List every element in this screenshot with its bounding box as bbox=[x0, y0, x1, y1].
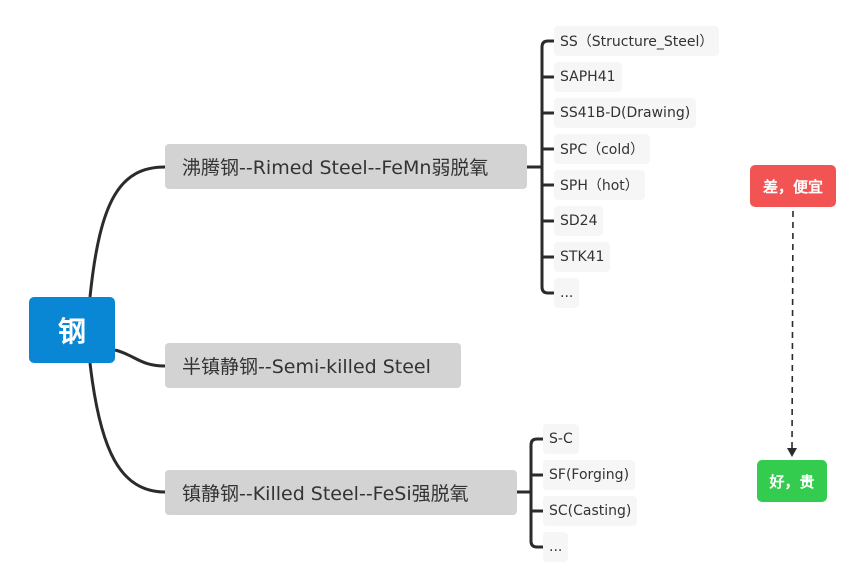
branch-semi-killed-steel[interactable]: 半镇静钢--Semi-killed Steel bbox=[165, 343, 461, 388]
relation-dashed-line bbox=[791, 210, 794, 449]
leaf-label: S-C bbox=[549, 431, 573, 447]
leaf-saph41[interactable]: SAPH41 bbox=[554, 62, 622, 92]
leaf-label: ... bbox=[549, 539, 563, 555]
root-topic[interactable]: 钢 bbox=[29, 297, 115, 363]
root-topic-label: 钢 bbox=[57, 315, 86, 348]
leaf-ellipsis[interactable]: ... bbox=[543, 532, 569, 562]
leaf-label: SS41B-D(Drawing) bbox=[560, 105, 691, 121]
leaf-label: SC(Casting) bbox=[549, 503, 632, 519]
leaf-ss41b-d-drawing[interactable]: SS41B-D(Drawing) bbox=[554, 98, 697, 128]
leaf-label: SS（Structure_Steel） bbox=[560, 34, 714, 50]
callout-poor-cheap[interactable]: 差，便宜 bbox=[750, 165, 836, 207]
leaf-label: SAPH41 bbox=[560, 69, 616, 85]
leaf-label: SPH（hot） bbox=[560, 178, 639, 194]
leaf-sf-forging[interactable]: SF(Forging) bbox=[543, 460, 636, 490]
branch-label: 沸腾钢--Rimed Steel--FeMn弱脱氧 bbox=[182, 157, 489, 179]
branch-label: 半镇静钢--Semi-killed Steel bbox=[182, 356, 431, 378]
root-to-semikilled-link bbox=[114, 348, 166, 368]
relation-arrowhead bbox=[787, 448, 797, 457]
leaf-s-c[interactable]: S-C bbox=[543, 424, 579, 454]
killed-bracket bbox=[529, 437, 543, 549]
leaf-label: SF(Forging) bbox=[549, 467, 630, 483]
callout-label: 好，贵 bbox=[769, 472, 815, 491]
root-to-rimed-link bbox=[88, 165, 166, 298]
branch-label: 镇静钢--Killed Steel--FeSi强脱氧 bbox=[182, 483, 469, 505]
root-to-killed-link bbox=[88, 362, 166, 494]
branch-rimed-steel[interactable]: 沸腾钢--Rimed Steel--FeMn弱脱氧 bbox=[165, 144, 527, 189]
leaf-ellipsis[interactable]: ... bbox=[554, 278, 580, 308]
leaf-label: STK41 bbox=[560, 249, 605, 265]
leaf-spc-cold[interactable]: SPC（cold） bbox=[554, 134, 651, 164]
rimed-bracket bbox=[540, 39, 554, 295]
leaf-ss-structure-steel[interactable]: SS（Structure_Steel） bbox=[554, 26, 720, 56]
leaf-label: ... bbox=[560, 285, 574, 301]
branch-killed-steel[interactable]: 镇静钢--Killed Steel--FeSi强脱氧 bbox=[165, 470, 517, 515]
leaf-sd24[interactable]: SD24 bbox=[554, 206, 604, 236]
leaf-sc-casting[interactable]: SC(Casting) bbox=[543, 496, 638, 526]
leaf-sph-hot[interactable]: SPH（hot） bbox=[554, 170, 645, 200]
callout-good-expensive[interactable]: 好，贵 bbox=[757, 460, 827, 502]
callout-label: 差，便宜 bbox=[762, 177, 823, 196]
leaf-stk41[interactable]: STK41 bbox=[554, 242, 611, 272]
leaf-label: SD24 bbox=[560, 213, 598, 229]
leaf-label: SPC（cold） bbox=[560, 142, 645, 158]
